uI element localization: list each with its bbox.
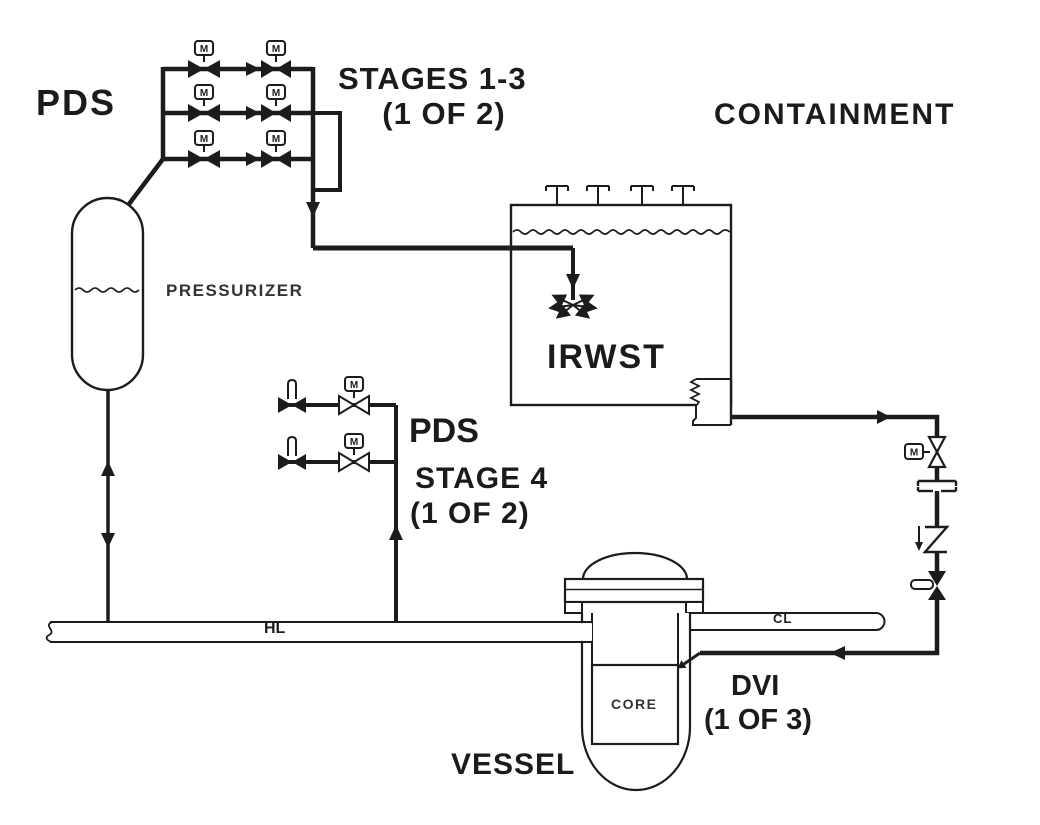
label-dvi: DVI bbox=[731, 670, 780, 702]
water-level-line bbox=[512, 229, 731, 235]
check-valve bbox=[910, 571, 946, 600]
label-cold-leg: CL bbox=[773, 611, 793, 626]
hot-leg-pipe bbox=[45, 621, 592, 643]
motor-valve: M bbox=[188, 130, 220, 168]
label-dvi-count: (1 OF 3) bbox=[704, 704, 812, 736]
motor-valve-open: M bbox=[338, 433, 370, 473]
motor-actuator-box bbox=[904, 443, 924, 460]
injection-line-piping bbox=[700, 410, 940, 660]
motor-actuator-box bbox=[194, 84, 214, 100]
pds-stage4-valves: M M bbox=[278, 376, 370, 473]
sparger-line bbox=[313, 245, 598, 319]
flow-arrow-right bbox=[877, 410, 891, 424]
water-level-line bbox=[74, 287, 140, 293]
label-stages13: STAGES 1-3 bbox=[338, 61, 527, 96]
motor-actuator-label: M bbox=[272, 134, 280, 145]
motor-actuator-box bbox=[266, 40, 286, 56]
flow-arrow-up bbox=[389, 525, 403, 540]
flow-arrow-left bbox=[830, 646, 845, 660]
motor-actuator-box bbox=[344, 433, 364, 449]
dvi-entry bbox=[677, 651, 701, 669]
pds-stages13-piping bbox=[127, 66, 342, 248]
motor-actuator-box bbox=[266, 84, 286, 100]
rupture-disc bbox=[916, 479, 958, 493]
motor-actuator-box bbox=[194, 130, 214, 146]
surge-line bbox=[101, 390, 115, 622]
pds-stages13-valves: M M M M M bbox=[188, 40, 291, 168]
pipe-break-symbol bbox=[45, 621, 53, 643]
motor-valve: M bbox=[261, 130, 291, 168]
flow-arrow-into-vessel bbox=[677, 660, 687, 669]
motor-valve: M bbox=[261, 84, 291, 122]
label-irwst: IRWST bbox=[547, 338, 666, 376]
label-vessel: VESSEL bbox=[451, 748, 576, 781]
motor-actuator-label: M bbox=[910, 448, 918, 459]
flow-arrow-right bbox=[246, 62, 260, 76]
label-core: CORE bbox=[611, 696, 658, 712]
motor-valve: M bbox=[188, 40, 220, 78]
swing-check-valve bbox=[915, 525, 950, 554]
check-valve-vent bbox=[278, 378, 306, 413]
label-pressurizer: PRESSURIZER bbox=[166, 281, 304, 300]
flow-arrow-down bbox=[101, 533, 115, 548]
irwst-tank bbox=[509, 185, 733, 407]
sparger bbox=[548, 294, 598, 319]
vessel-bottom-head bbox=[580, 726, 692, 792]
motor-actuator-label: M bbox=[272, 44, 280, 55]
label-pds-stage4: PDS bbox=[409, 412, 479, 450]
outlet-screen bbox=[688, 378, 733, 426]
motor-actuator-box bbox=[266, 130, 286, 146]
flow-arrow-up bbox=[101, 461, 115, 476]
flow-arrow-down bbox=[915, 542, 923, 551]
motor-actuator-label: M bbox=[200, 134, 208, 145]
motor-valve: M bbox=[188, 84, 220, 122]
motor-actuator-label: M bbox=[350, 380, 358, 391]
flow-arrow-down bbox=[306, 202, 320, 217]
label-hot-leg: HL bbox=[264, 620, 286, 637]
cold-leg-pipe bbox=[690, 612, 886, 631]
tank-vents bbox=[545, 185, 695, 205]
label-containment: CONTAINMENT bbox=[714, 98, 956, 131]
motor-valve: M bbox=[261, 40, 291, 78]
motor-actuator-label: M bbox=[200, 88, 208, 99]
check-valve-vent bbox=[278, 435, 306, 470]
screen-zigzag bbox=[688, 378, 702, 407]
label-stage4: STAGE 4 bbox=[415, 462, 549, 495]
label-pds-stages13: PDS bbox=[36, 82, 117, 123]
motor-valve-open: M bbox=[338, 376, 370, 416]
motor-actuator-box bbox=[194, 40, 214, 56]
pds-stage4-piping bbox=[278, 403, 403, 622]
motor-actuator-box bbox=[344, 376, 364, 392]
label-stage4-count: (1 OF 2) bbox=[410, 497, 530, 530]
vessel-dome bbox=[581, 551, 689, 580]
pressurizer-vessel bbox=[70, 196, 145, 392]
label-stages13-count: (1 OF 2) bbox=[382, 96, 506, 131]
flow-arrow-down bbox=[566, 274, 580, 289]
vessel-flange bbox=[563, 577, 705, 604]
flow-arrow-right bbox=[246, 152, 260, 166]
vent-stub bbox=[287, 435, 297, 456]
pipe-end-cap bbox=[875, 612, 886, 631]
reactor-core bbox=[590, 663, 680, 746]
motor-actuator-label: M bbox=[272, 88, 280, 99]
motor-actuator-label: M bbox=[350, 437, 358, 448]
motor-actuator-label: M bbox=[200, 44, 208, 55]
vent-stub bbox=[287, 378, 297, 399]
injection-motor-valve: M bbox=[904, 435, 947, 469]
flow-arrow-right bbox=[246, 106, 260, 120]
